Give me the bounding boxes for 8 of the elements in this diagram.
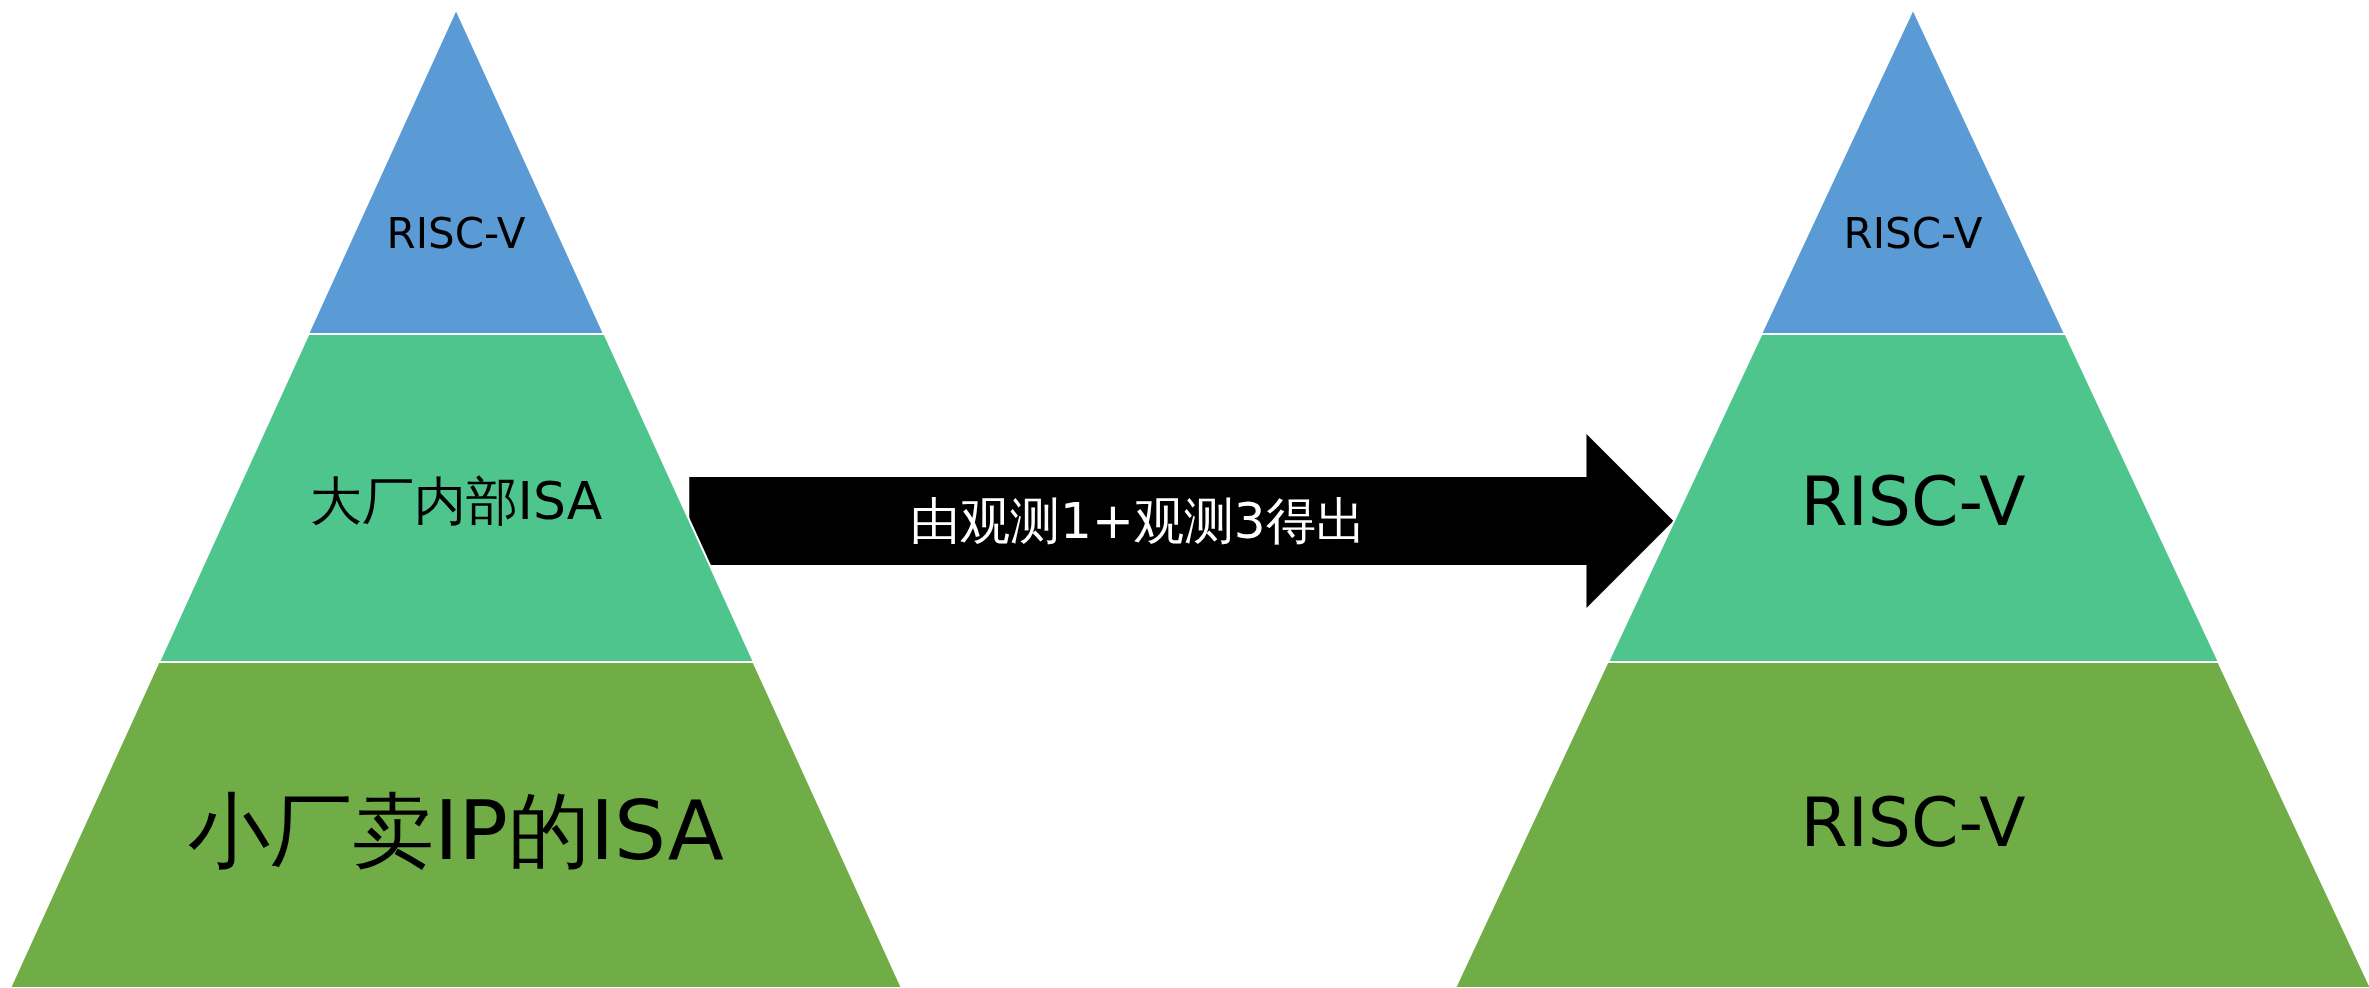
- tier-label: RISC-V: [386, 210, 526, 258]
- tier-label: RISC-V: [1800, 464, 2026, 540]
- tier-label: 小厂卖IP的ISA: [188, 785, 724, 877]
- tier-label: 大厂内部ISA: [309, 473, 603, 531]
- edge-label: 由观测1+观测3得出: [910, 493, 1366, 549]
- tier-label: RISC-V: [1843, 210, 1983, 258]
- tier-label: RISC-V: [1800, 785, 2026, 861]
- block-arrow: [689, 434, 1674, 608]
